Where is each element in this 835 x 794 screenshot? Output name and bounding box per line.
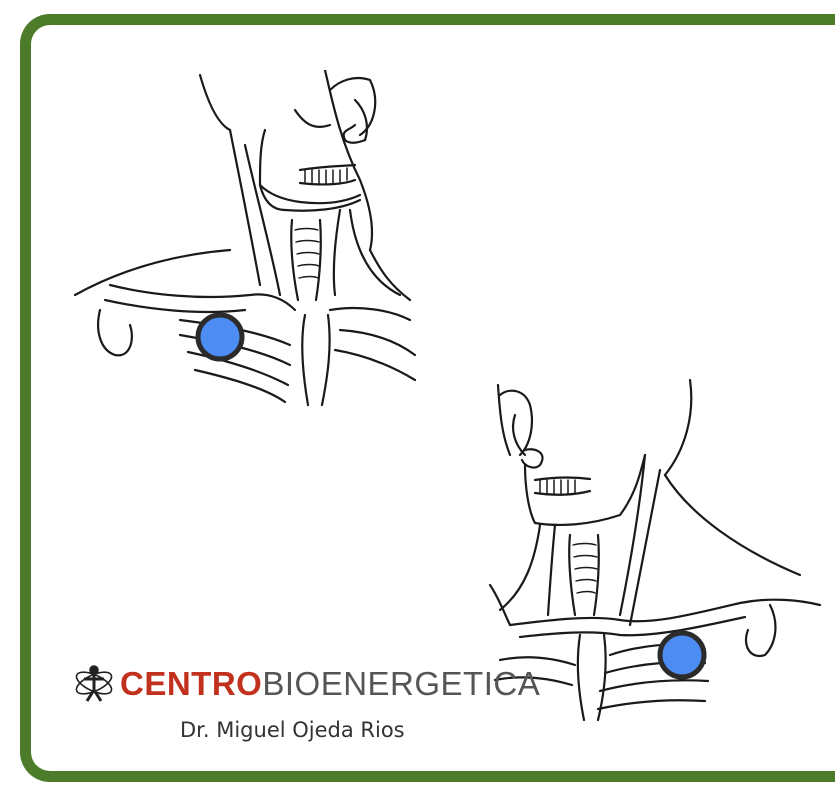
doctor-name: Dr. Miguel Ojeda Rios (180, 718, 405, 742)
neck-skeleton-illustration-left (70, 70, 420, 415)
human-figure-orbit-icon (72, 661, 116, 705)
brand-name: CENTROBIOENERGETICA (120, 667, 540, 700)
brand: CENTROBIOENERGETICA (72, 660, 540, 706)
brand-name-bold: CENTRO (120, 665, 262, 702)
brand-name-light: BIOENERGETICA (262, 665, 540, 702)
